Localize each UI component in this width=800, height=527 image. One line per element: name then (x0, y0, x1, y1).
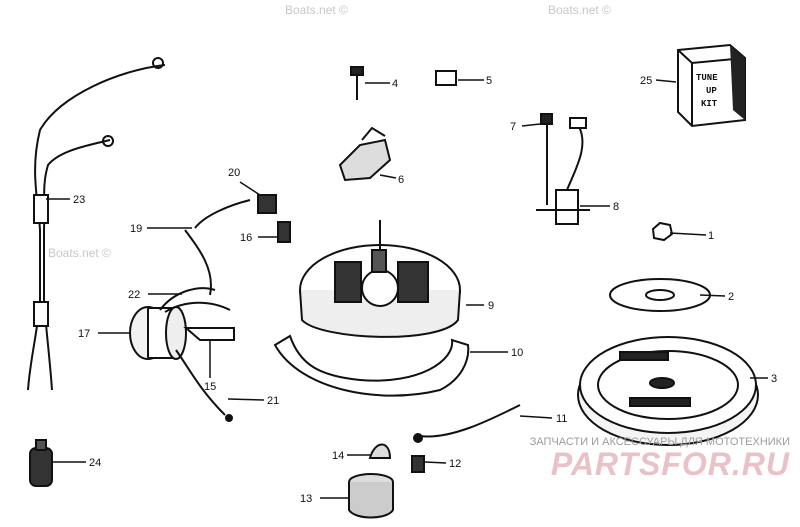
part-label-17: 17 (78, 328, 90, 340)
spark-plug-connector (29, 439, 53, 487)
watermark-top-right: Boats.net © (548, 3, 611, 17)
part-label-1: 1 (708, 230, 714, 242)
stator-plate-9 (299, 220, 461, 338)
felt-pad-5 (435, 70, 457, 86)
bushing-13 (348, 473, 394, 519)
part-label-7: 7 (510, 121, 516, 133)
part-label-16: 16 (240, 232, 252, 244)
part-label-3: 3 (771, 373, 777, 385)
spring-14 (368, 443, 392, 459)
part-callouts: 1 2 3 4 5 6 7 8 9 10 11 12 13 14 15 16 1… (73, 75, 777, 505)
part-label-2: 2 (728, 291, 734, 303)
part-label-15: 15 (204, 381, 216, 393)
nut-1 (651, 221, 674, 242)
screw-16 (277, 221, 291, 243)
part-label-4: 4 (392, 78, 398, 90)
part-label-6: 6 (398, 174, 404, 186)
part-label-24: 24 (89, 457, 101, 469)
kill-lead-11 (413, 404, 521, 443)
high-tension-lead-20 (194, 194, 277, 229)
watermark-top: Boats.net © (285, 3, 348, 17)
kit-label-line1: TUNE (696, 73, 718, 83)
part-label-12: 12 (449, 458, 461, 470)
condenser-8 (536, 113, 590, 225)
part-label-23: 23 (73, 194, 85, 206)
part-label-10: 10 (511, 347, 523, 359)
ignition-coil-17 (129, 306, 187, 360)
part-label-22: 22 (128, 289, 140, 301)
part-label-5: 5 (486, 75, 492, 87)
part-label-14: 14 (332, 450, 344, 462)
retainer-plate-10 (273, 334, 470, 397)
lead-harness (27, 57, 166, 391)
kit-label-line3: KIT (701, 99, 718, 109)
part-label-11: 11 (556, 413, 567, 425)
part-label-19: 19 (130, 223, 142, 235)
kit-label-line2: UP (706, 86, 717, 96)
part-label-13: 13 (300, 493, 312, 505)
screw-4 (350, 66, 364, 100)
shop-logo: PARTSFOR.RU (550, 446, 790, 482)
part-label-8: 8 (613, 201, 619, 213)
washer-2 (609, 278, 711, 312)
part-label-21: 21 (267, 395, 279, 407)
part-label-9: 9 (488, 300, 494, 312)
watermark-left: Boats.net © (48, 246, 111, 260)
breaker-bracket-6 (338, 126, 392, 182)
part-label-20: 20 (228, 167, 240, 179)
screw-12 (411, 455, 425, 473)
part-label-25: 25 (640, 75, 652, 87)
ground-lead-21 (175, 349, 233, 422)
shop-caption: ЗАПЧАСТИ И АКСЕССУАРЫ ДЛЯ МОТОТЕХНИКИ (529, 436, 790, 448)
flywheel-3 (577, 336, 759, 446)
coil-leads-22 (159, 229, 231, 313)
tune-up-kit-box (677, 43, 746, 128)
leader-lines (46, 79, 768, 499)
key-15 (183, 327, 235, 341)
